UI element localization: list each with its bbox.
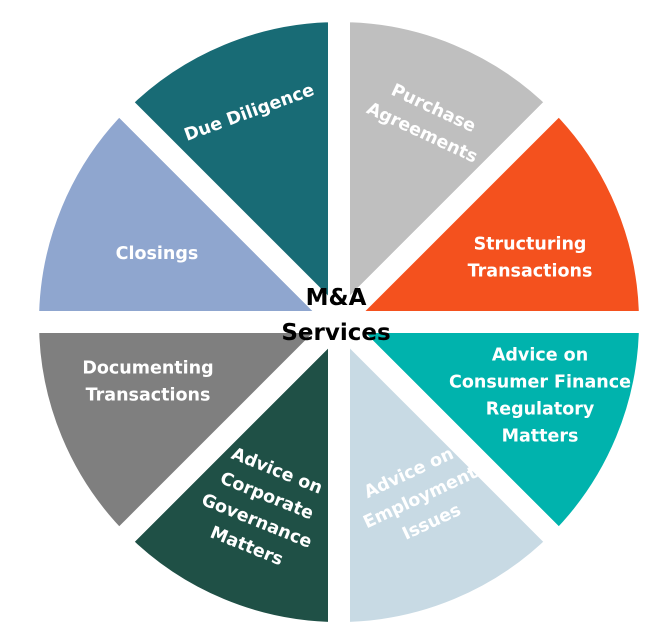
label-line: Advice on — [492, 346, 588, 366]
label-line: Transactions — [468, 262, 593, 282]
center-title-line-2: Services — [281, 320, 390, 346]
segment-due-diligence — [103, 0, 350, 349]
segment-structuring-transactions — [312, 86, 650, 333]
label-line: Transactions — [86, 386, 211, 406]
segment-closings — [16, 86, 366, 333]
segment-purchase-agreements — [328, 0, 575, 349]
label-line: Closings — [116, 244, 199, 264]
segment-consumer-finance-advice — [312, 311, 650, 558]
segment-documenting-transactions — [16, 311, 366, 558]
label-line: Matters — [502, 427, 579, 447]
segment-employment-advice — [328, 295, 575, 631]
label-line: Structuring — [474, 235, 587, 255]
label-line: Consumer Finance — [449, 373, 631, 393]
label-line: Documenting — [82, 359, 213, 379]
center-title-line-1: M&A — [306, 285, 367, 311]
label-line: Regulatory — [486, 400, 595, 420]
segment-corporate-governance-advice — [103, 295, 350, 631]
label-closings: Closings — [116, 244, 199, 264]
